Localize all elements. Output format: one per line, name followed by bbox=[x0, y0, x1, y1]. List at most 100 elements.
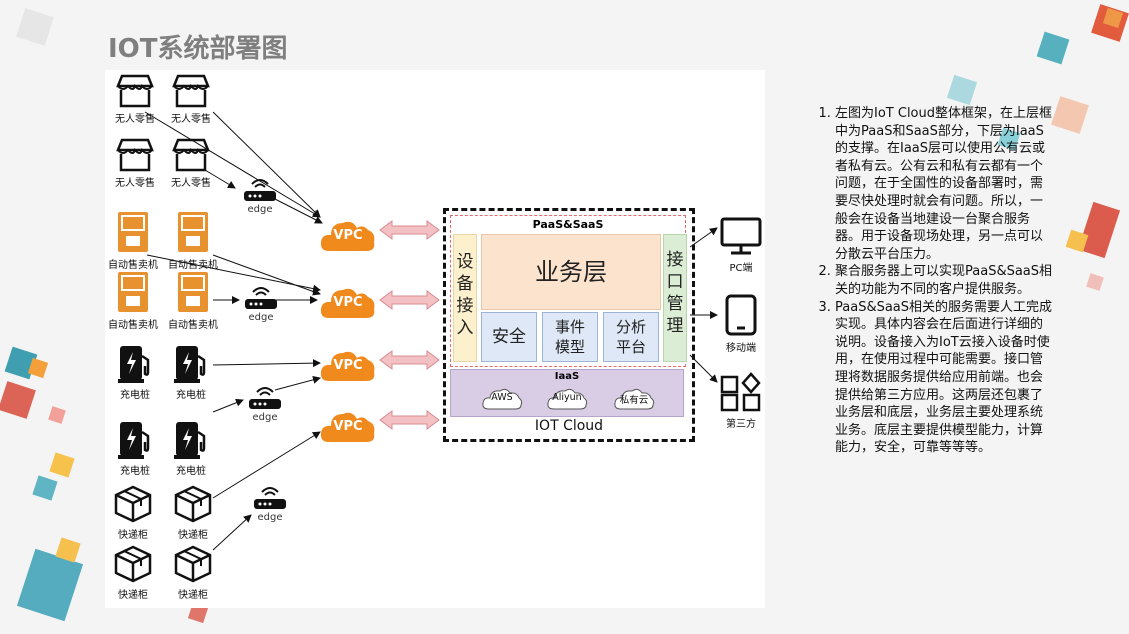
decor-square bbox=[48, 406, 66, 424]
parcel-locker-1: 快递柜 bbox=[103, 484, 163, 541]
router-icon bbox=[245, 287, 277, 309]
iaas-label: IaaS bbox=[554, 371, 580, 382]
vending-machine-4: 自动售卖机 bbox=[163, 270, 223, 331]
third-party-icon bbox=[720, 372, 761, 412]
vpc-label: VPC bbox=[333, 295, 363, 310]
edge-label: edge bbox=[252, 412, 278, 423]
package-box-icon bbox=[114, 545, 152, 583]
client-label: PC端 bbox=[729, 263, 753, 274]
store-icon bbox=[172, 138, 210, 172]
connection-arrow bbox=[212, 111, 321, 218]
retail-store-4: 无人零售 bbox=[161, 138, 221, 189]
vending-machine-icon bbox=[118, 212, 148, 252]
device-label: 无人零售 bbox=[115, 114, 155, 125]
device-label: 充电桩 bbox=[176, 466, 206, 477]
charging-station-icon bbox=[174, 422, 206, 459]
slide-title: IOT系统部署图 bbox=[108, 34, 288, 64]
package-box-icon bbox=[174, 545, 212, 583]
provider-label: Aliyun bbox=[552, 392, 582, 403]
charging-station-4: 充电桩 bbox=[161, 420, 221, 477]
connection-arrow bbox=[144, 111, 321, 218]
decor-square bbox=[1086, 273, 1104, 291]
device-label: 自动售卖机 bbox=[168, 260, 218, 271]
cloud-icon bbox=[614, 388, 655, 410]
edge-router-4: edge bbox=[245, 482, 295, 523]
device-label: 快递柜 bbox=[118, 590, 148, 601]
device-label: 充电桩 bbox=[120, 466, 150, 477]
store-icon bbox=[116, 138, 154, 172]
api-management-block: 接口管理 bbox=[663, 234, 687, 362]
router-icon bbox=[249, 387, 281, 409]
charging-station-icon bbox=[174, 346, 206, 383]
vending-machine-icon bbox=[118, 272, 148, 312]
router-icon bbox=[244, 179, 276, 201]
decor-square bbox=[16, 8, 54, 46]
provider-label: 私有云 bbox=[619, 395, 649, 406]
parcel-locker-4: 快递柜 bbox=[163, 544, 223, 601]
device-label: 快递柜 bbox=[178, 590, 208, 601]
store-icon bbox=[172, 74, 210, 108]
decor-square bbox=[1036, 31, 1070, 65]
client-pc: PC端 bbox=[711, 216, 771, 274]
retail-store-2: 无人零售 bbox=[161, 74, 221, 125]
vending-machine-icon bbox=[178, 272, 208, 312]
cloud-icon bbox=[320, 288, 375, 318]
business-layer-block: 业务层 bbox=[481, 234, 661, 310]
edge-router-3: edge bbox=[240, 382, 290, 423]
client-third-party: 第三方 bbox=[711, 372, 771, 430]
provider-aws: AWS bbox=[481, 386, 523, 412]
charging-station-icon bbox=[118, 422, 150, 459]
connection-arrow bbox=[274, 375, 321, 391]
vpc-cloud-2: VPC bbox=[319, 282, 377, 322]
security-module: 安全 bbox=[481, 312, 537, 362]
connection-arrow bbox=[212, 514, 252, 551]
connection-arrow bbox=[146, 254, 321, 293]
paas-saas-label: PaaS&SaaS bbox=[532, 218, 604, 231]
cloud-icon bbox=[320, 412, 375, 442]
event-model-module: 事件模型 bbox=[542, 312, 598, 362]
provider-label: AWS bbox=[491, 392, 513, 403]
note-item: 左图为IoT Cloud整体框架，在上层框中为PaaS和SaaS部分，下层为Ia… bbox=[835, 105, 1053, 263]
device-label: 无人零售 bbox=[171, 114, 211, 125]
connection-lines bbox=[144, 111, 718, 551]
retail-store-3: 无人零售 bbox=[105, 138, 165, 189]
iaas-layer: IaaS AWS Aliyun 私有云 bbox=[450, 369, 684, 417]
retail-store-1: 无人零售 bbox=[105, 74, 165, 125]
device-label: 充电桩 bbox=[120, 390, 150, 401]
edge-label: edge bbox=[257, 512, 283, 523]
note-item: PaaS&SaaS相关的服务需要人工完成实现。具体内容会在后面进行详细的说明。设… bbox=[835, 299, 1053, 457]
parcel-locker-2: 快递柜 bbox=[163, 484, 223, 541]
iot-cloud-box: PaaS&SaaS 设备接入 业务层 接口管理 安全 事件模型 分析平台 Iaa… bbox=[443, 208, 695, 442]
vpc-label: VPC bbox=[333, 358, 363, 373]
connection-arrow bbox=[272, 197, 323, 224]
connection-arrow bbox=[212, 254, 321, 296]
iot-cloud-label: IOT Cloud bbox=[534, 418, 604, 434]
decor-square bbox=[1051, 96, 1089, 134]
cloud-icon bbox=[482, 388, 523, 410]
diagram-panel: 无人零售 无人零售 无人零售 无人零售 自动售卖机 自动售卖机 自动售卖机 自动… bbox=[105, 70, 765, 608]
connection-arrow bbox=[204, 169, 236, 189]
device-label: 充电桩 bbox=[176, 390, 206, 401]
bidirectional-arrow bbox=[379, 410, 440, 430]
monitor-icon bbox=[720, 217, 762, 255]
decor-square bbox=[1077, 201, 1121, 259]
charging-station-1: 充电桩 bbox=[105, 344, 165, 401]
vpc-label: VPC bbox=[333, 228, 363, 243]
vpc-cloud-4: VPC bbox=[319, 406, 377, 446]
device-access-block: 设备接入 bbox=[453, 234, 477, 362]
device-label: 快递柜 bbox=[178, 530, 208, 541]
device-label: 快递柜 bbox=[118, 530, 148, 541]
edge-label: edge bbox=[248, 312, 274, 323]
vending-machine-icon bbox=[178, 212, 208, 252]
edge-router-1: edge bbox=[235, 174, 285, 215]
cloud-icon bbox=[320, 221, 375, 251]
decor-square bbox=[27, 357, 49, 379]
decor-square bbox=[946, 74, 978, 106]
charging-station-icon bbox=[118, 346, 150, 383]
device-label: 无人零售 bbox=[115, 178, 155, 189]
note-item: 聚合服务器上可以实现PaaS&SaaS相关的功能为不同的客户提供服务。 bbox=[835, 263, 1053, 298]
parcel-locker-3: 快递柜 bbox=[103, 544, 163, 601]
connection-arrow bbox=[212, 431, 321, 499]
vending-machine-2: 自动售卖机 bbox=[163, 210, 223, 271]
vending-machine-1: 自动售卖机 bbox=[103, 210, 163, 271]
